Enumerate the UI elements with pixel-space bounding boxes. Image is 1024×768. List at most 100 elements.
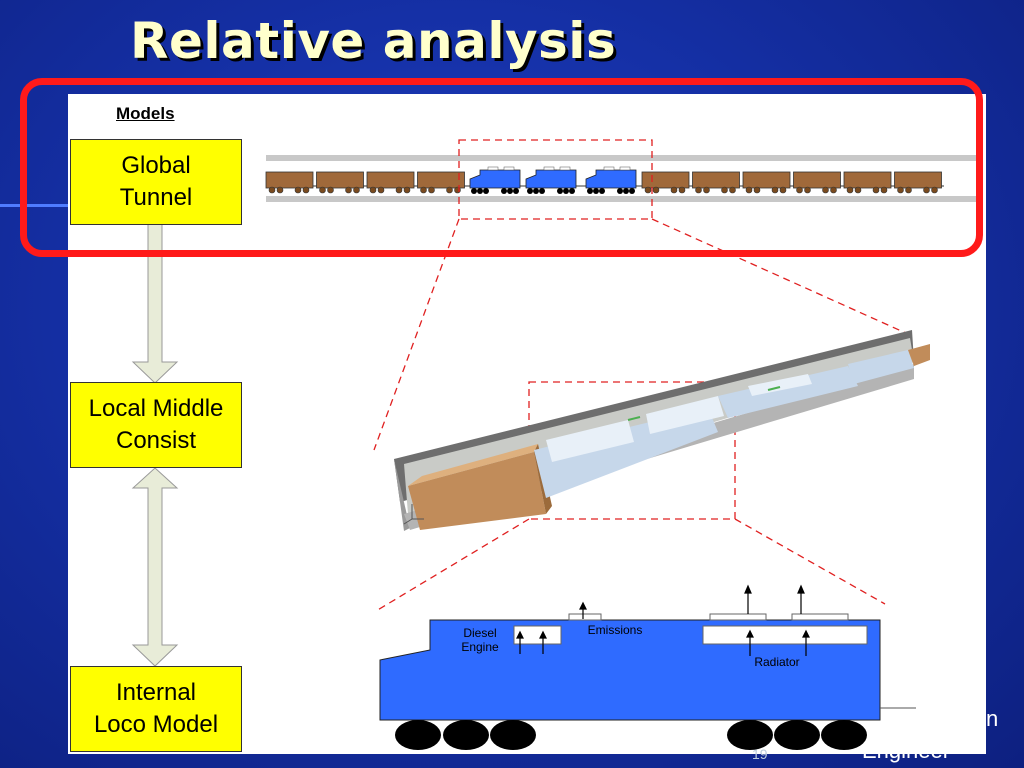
freight-wheel xyxy=(353,186,360,194)
loco-wheel xyxy=(569,188,575,194)
loco-wheels xyxy=(395,720,867,750)
loco-roof-detail xyxy=(487,166,499,171)
loco-wheel xyxy=(587,188,593,194)
freight-wheel xyxy=(753,186,761,194)
corner-text-2: Engineer xyxy=(862,738,951,763)
freight-car xyxy=(366,171,415,189)
loco-roof-detail xyxy=(603,166,615,171)
models-label: Models xyxy=(116,104,175,123)
radiator-label: Radiator xyxy=(754,655,800,669)
freight-wheel xyxy=(931,186,938,194)
freight-wheel xyxy=(644,186,652,194)
freight-wheel xyxy=(294,186,302,194)
locomotive xyxy=(469,169,521,189)
freight-wheel xyxy=(854,186,862,194)
freight-wheel xyxy=(804,186,811,194)
freight-wheel xyxy=(923,186,930,194)
loco-wheel xyxy=(527,188,533,194)
freight-wheel xyxy=(345,186,352,194)
locomotive xyxy=(525,169,577,189)
freight-wheel xyxy=(771,186,779,194)
freight-wheel xyxy=(369,186,377,194)
loco-roof-detail xyxy=(503,166,515,171)
freight-wheel xyxy=(678,186,686,194)
loco-roof-detail xyxy=(559,166,571,171)
loco-wheel xyxy=(599,188,605,194)
loco-wheel xyxy=(501,188,507,194)
locomotive xyxy=(585,169,637,189)
freight-wheel xyxy=(695,186,702,194)
internal-loco-model xyxy=(379,584,916,750)
double-arrow-1 xyxy=(131,467,179,667)
corner-text-1: n xyxy=(986,706,999,731)
freight-wheel xyxy=(897,186,904,194)
local-middle-consist-box: Local Middle Consist xyxy=(70,382,242,468)
freight-wheel xyxy=(846,186,854,194)
freight-wheel xyxy=(745,186,753,194)
fan-hood-1 xyxy=(709,613,767,621)
freight-car xyxy=(843,171,892,189)
freight-wheel xyxy=(395,186,403,194)
loco-wheel xyxy=(483,188,489,194)
freight-wheel xyxy=(796,186,803,194)
freight-wheel xyxy=(403,186,411,194)
loco-wheel xyxy=(557,188,563,194)
freight-car xyxy=(793,171,841,189)
loco-roof-detail xyxy=(543,166,555,171)
freight-wheel xyxy=(721,186,728,194)
loco-wheel xyxy=(507,188,513,194)
fan-hood-2 xyxy=(791,613,849,621)
freight-wheel xyxy=(703,186,710,194)
loco-wheel xyxy=(617,188,623,194)
exhaust-stack xyxy=(568,613,602,621)
train-consist xyxy=(265,166,942,194)
freight-wheel xyxy=(729,186,736,194)
freight-car xyxy=(742,171,791,189)
freight-wheel xyxy=(905,186,912,194)
global-tunnel-box: Global Tunnel xyxy=(70,139,242,225)
loco-wheel xyxy=(629,188,635,194)
loco-wheel xyxy=(477,188,483,194)
freight-wheel xyxy=(830,186,837,194)
diagram-panel: Models xyxy=(68,94,986,754)
internal-loco-model-box: Internal Loco Model xyxy=(70,666,242,752)
radiator-compartment xyxy=(702,625,868,645)
tunnel-3d-view xyxy=(394,330,930,531)
track-rail-bottom xyxy=(266,196,982,202)
freight-car xyxy=(692,171,740,189)
freight-wheel xyxy=(779,186,787,194)
freight-wheel xyxy=(880,186,888,194)
diagram-drawing xyxy=(131,139,982,750)
freight-wheel xyxy=(302,186,310,194)
freight-wheel xyxy=(652,186,660,194)
page-number: 19 xyxy=(752,746,768,762)
freight-car xyxy=(265,171,314,189)
emissions-label: Emissions xyxy=(587,623,643,637)
freight-wheel xyxy=(822,186,829,194)
diesel-engine-label: Diesel Engine xyxy=(461,626,499,654)
loco-wheel xyxy=(593,188,599,194)
freight-car xyxy=(417,171,465,189)
freight-wheel xyxy=(327,186,334,194)
loco-wheel xyxy=(623,188,629,194)
loco-roof-detail xyxy=(619,166,631,171)
engine-compartment xyxy=(513,625,562,645)
freight-wheel xyxy=(872,186,880,194)
freight-wheel xyxy=(377,186,385,194)
loco-wheel xyxy=(533,188,539,194)
freight-car xyxy=(894,171,942,189)
freight-car xyxy=(316,171,364,189)
loco-wheel xyxy=(563,188,569,194)
loco-wheel xyxy=(471,188,477,194)
freight-wheel xyxy=(420,186,427,194)
freight-car xyxy=(641,171,690,189)
accent-line xyxy=(0,204,75,207)
down-arrow xyxy=(131,223,179,384)
track-rail-top xyxy=(266,155,982,161)
slide-title: Relative analysis xyxy=(130,12,617,70)
freight-wheel xyxy=(276,186,284,194)
freight-wheel xyxy=(446,186,453,194)
loco-wheel xyxy=(539,188,545,194)
loco-wheel xyxy=(513,188,519,194)
global-model-highlight xyxy=(20,78,983,257)
